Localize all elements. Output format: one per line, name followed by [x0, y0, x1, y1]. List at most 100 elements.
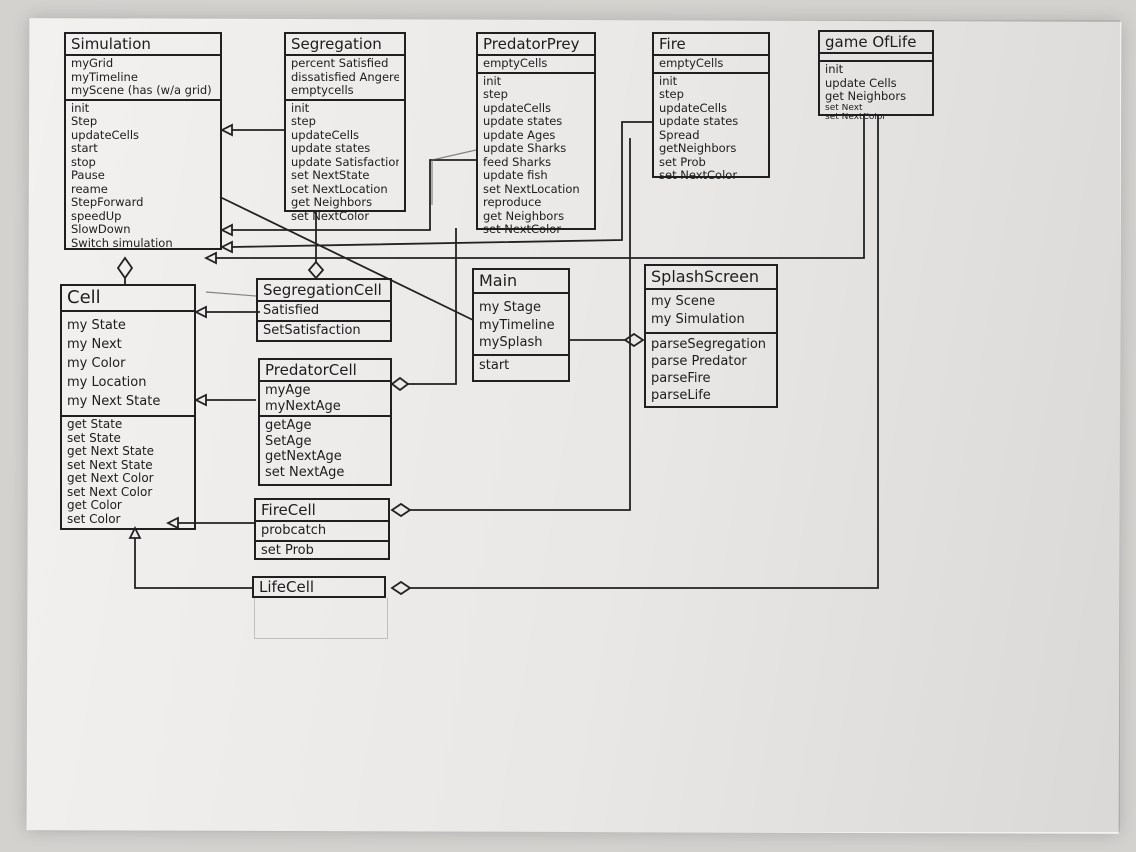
field: probcatch — [261, 523, 327, 538]
field: my Scene — [651, 294, 716, 309]
method: update states — [483, 115, 563, 128]
method: set NextLocation — [291, 182, 388, 196]
predatorprey-inherits-simulation-edge — [232, 159, 476, 231]
class-main: Main my Stage myTimeline mySplash start — [472, 268, 570, 382]
inheritance-arrow-icon — [203, 251, 217, 265]
method: set NextColor — [659, 169, 738, 182]
methods-section: init Step updateCells start stop Pause r… — [66, 101, 220, 252]
method: set State — [67, 431, 121, 445]
method: start — [71, 142, 98, 155]
method: reproduce — [483, 196, 542, 209]
fields-section: myGrid myTimeline myScene (has (w/a grid… — [66, 56, 220, 101]
class-fire: Fire emptyCells init step updateCells up… — [652, 32, 770, 182]
method: init — [483, 74, 502, 88]
field: dissatisfied Angeres — [291, 70, 399, 84]
method: set NextState — [291, 169, 370, 182]
method: Switch simulation — [71, 236, 173, 250]
field: mySplash — [479, 335, 543, 350]
method: speedUp — [71, 209, 122, 223]
gameoflife-lifecell-edge — [410, 116, 879, 589]
method: set Prob — [659, 155, 706, 169]
lifecell-faint-compartments — [254, 598, 388, 639]
methods-section: init step updateCells update states Spre… — [654, 74, 768, 184]
inheritance-arrow-icon — [128, 525, 142, 539]
method: step — [291, 115, 316, 128]
method: reame — [71, 182, 108, 196]
fields-section: Satisfied — [258, 302, 390, 322]
aggregation-diamond-icon — [390, 580, 412, 596]
field: my Simulation — [651, 312, 745, 327]
methods-section: SetSatisfaction — [258, 322, 390, 340]
method: set Color — [67, 512, 121, 526]
inheritance-arrow-icon — [219, 223, 233, 237]
method: getAge — [265, 418, 312, 433]
methods-section: init step updateCells update states upda… — [286, 101, 404, 225]
method: get Next State — [67, 445, 155, 458]
methods-section: get State set State get Next State set N… — [62, 417, 194, 527]
lifecell-inherits-cell-edge — [134, 538, 252, 589]
class-cell: Cell my State my Next my Color my Locati… — [60, 284, 196, 530]
pencil-stroke — [431, 149, 477, 205]
method: update fish — [483, 169, 548, 182]
class-predatorprey: PredatorPrey emptyCells init step update… — [476, 32, 596, 236]
inheritance-arrow-icon — [165, 516, 179, 530]
method: parseSegregation — [651, 337, 767, 352]
aggregation-diamond-icon — [390, 502, 412, 518]
inheritance-arrow-icon — [193, 305, 207, 319]
class-title: LifeCell — [259, 578, 315, 596]
aggregation-diamond-icon — [390, 376, 410, 392]
class-firecell: FireCell probcatch set Prob — [254, 498, 390, 560]
fields-section: percent Satisfied dissatisfied Angeres e… — [286, 56, 404, 101]
gameoflife-inherits-simulation-edge — [216, 116, 865, 259]
class-title: Segregation — [286, 34, 404, 56]
method: updateCells — [291, 128, 360, 142]
field: my Color — [67, 356, 126, 371]
method: feed Sharks — [483, 155, 552, 169]
main-simulation-edge — [219, 196, 474, 321]
method: parseLife — [651, 388, 711, 403]
pencil-stroke — [205, 291, 257, 297]
method: parseFire — [651, 371, 711, 386]
method: stop — [71, 155, 96, 169]
method: Pause — [71, 169, 105, 182]
fields-section: my State my Next my Color my Location my… — [62, 312, 194, 417]
method: set NextAge — [265, 464, 345, 480]
class-predatorcell: PredatorCell myAge myNextAge getAge SetA… — [258, 358, 392, 486]
methods-section: start — [474, 356, 568, 376]
methods-section: parseSegregation parse Predator parseFir… — [646, 334, 776, 405]
class-title: SegregationCell — [258, 280, 390, 302]
inheritance-arrow-icon — [219, 123, 233, 137]
class-title: PredatorCell — [260, 360, 390, 382]
field: myGrid — [71, 57, 114, 70]
method: step — [659, 88, 684, 101]
method: SetSatisfaction — [263, 322, 361, 338]
class-title: FireCell — [256, 500, 388, 522]
field: percent Satisfied — [291, 57, 389, 70]
method: update Satisfaction — [291, 155, 399, 169]
class-splashscreen: SplashScreen my Scene my Simulation pars… — [644, 264, 778, 408]
method: update Cells — [825, 76, 897, 90]
method: updateCells — [659, 101, 728, 115]
method: updateCells — [483, 101, 552, 115]
predatorprey-predcell-edge — [408, 228, 457, 385]
method: set NextColor — [483, 223, 562, 236]
class-title: SplashScreen — [646, 266, 776, 290]
field: myNextAge — [265, 398, 341, 414]
field: my Next — [67, 337, 122, 352]
field: myScene (has (w/a grid) — [71, 84, 212, 97]
inheritance-arrow-icon — [219, 240, 233, 254]
method: get State — [67, 418, 123, 431]
method: step — [483, 88, 508, 101]
field: my Stage — [479, 300, 542, 315]
method: update states — [659, 115, 739, 128]
class-segregation: Segregation percent Satisfied dissatisfi… — [284, 32, 406, 222]
method: updateCells — [71, 128, 140, 142]
method: init — [71, 101, 90, 115]
fire-inherits-simulation-edge — [231, 121, 652, 248]
fields-section: probcatch — [256, 522, 388, 542]
method: get Neighbors — [825, 90, 907, 103]
methods-section: init step updateCells update states upda… — [478, 74, 594, 238]
fields-section: myAge myNextAge — [260, 382, 390, 417]
fields-section: emptyCells — [478, 56, 594, 74]
method: get Next Color — [67, 472, 154, 485]
